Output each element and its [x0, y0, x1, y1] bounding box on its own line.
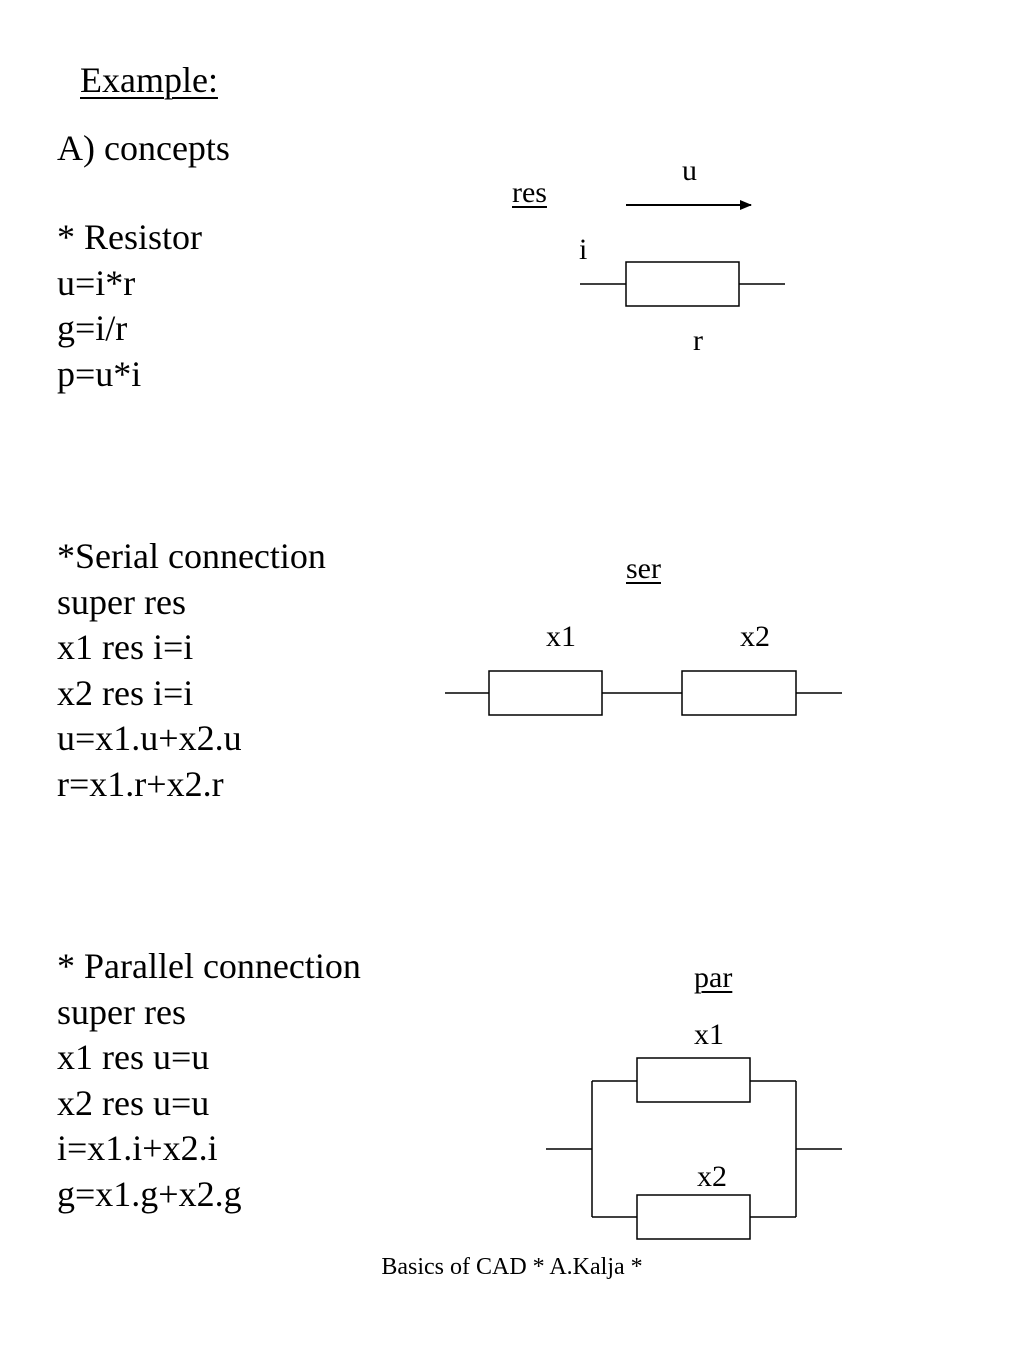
resistor-conductance-formula: g=i/r: [57, 308, 128, 348]
parallel-super-line: super res: [57, 991, 186, 1032]
parallel-current-formula: i=x1.i+x2.i: [57, 1128, 218, 1168]
resistor-body: [625, 261, 740, 307]
resistor-diagram: [580, 200, 785, 307]
resistor-heading: * Resistor: [57, 217, 203, 257]
parallel-resistor-x2: [636, 1194, 751, 1240]
parallel-x2-line: x2 res u=u: [57, 1082, 210, 1123]
parallel-x2-label: x2: [697, 1160, 727, 1193]
slide-footer: Basics of CAD * A.Kalja *: [381, 1254, 643, 1280]
serial-x2-label: x2: [740, 620, 770, 653]
serial-x2-line: x2 res i=i: [57, 672, 194, 713]
parallel-diagram: [546, 1057, 842, 1240]
serial-voltage-formula: u=x1.u+x2.u: [57, 718, 242, 758]
serial-text-block: *Serial connection super res x1 res i=i …: [57, 534, 326, 807]
parallel-x1-line: x1 res u=u: [57, 1037, 210, 1077]
resistor-voltage-formula: u=i*r: [57, 262, 136, 303]
serial-heading: *Serial connection: [57, 536, 326, 576]
serial-resistor-x1: [488, 670, 603, 716]
parallel-heading: * Parallel connection: [57, 946, 361, 986]
serial-resistance-formula: r=x1.r+x2.r: [57, 763, 224, 804]
resistor-diagram-name: res: [512, 176, 547, 209]
serial-x1-line: x1 res i=i: [57, 627, 194, 667]
resistor-power-formula: p=u*i: [57, 353, 142, 394]
voltage-label: u: [682, 154, 697, 187]
serial-x1-label: x1: [546, 620, 576, 653]
serial-diagram: [445, 670, 842, 716]
resistance-label: r: [693, 324, 703, 357]
parallel-conductance-formula: g=x1.g+x2.g: [57, 1173, 242, 1214]
resistor-text-block: * Resistor u=i*r g=i/r p=u*i: [57, 215, 202, 397]
parallel-x1-label: x1: [694, 1018, 724, 1051]
parallel-text-block: * Parallel connection super res x1 res u…: [57, 944, 361, 1217]
current-label: i: [579, 233, 588, 266]
slide-title: Example:: [80, 60, 218, 100]
serial-diagram-name: ser: [626, 552, 661, 585]
section-heading: A) concepts: [57, 128, 230, 168]
parallel-diagram-name: par: [694, 961, 733, 994]
serial-super-line: super res: [57, 581, 186, 622]
parallel-resistor-x1: [636, 1057, 751, 1103]
serial-resistor-x2: [681, 670, 797, 716]
